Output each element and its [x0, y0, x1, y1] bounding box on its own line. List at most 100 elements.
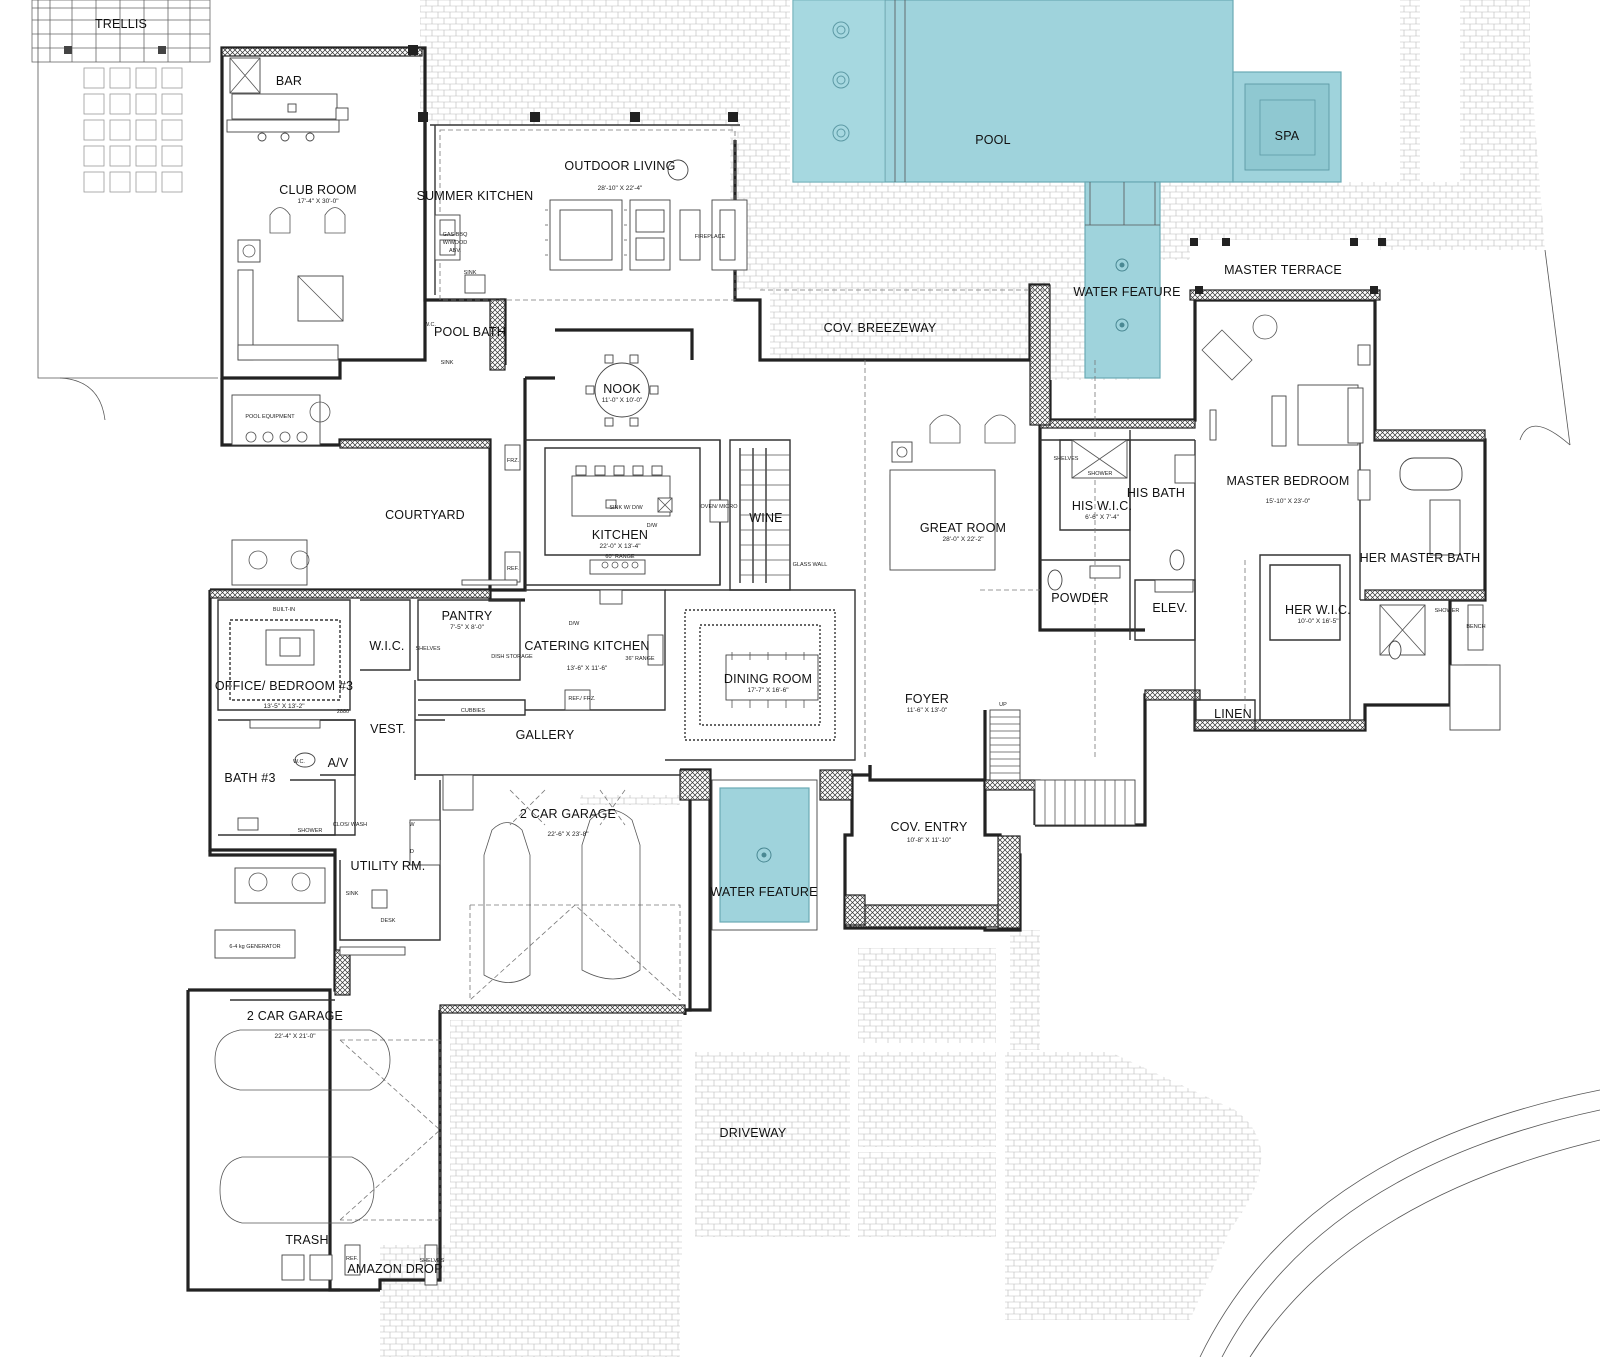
label-master-terrace: MASTER TERRACE	[1224, 263, 1342, 277]
label-his-bath: HIS BATH	[1127, 486, 1185, 500]
note-desk: DESK	[381, 918, 396, 924]
note-bench: BENCH	[1466, 624, 1485, 630]
label-master-bedroom: MASTER BEDROOM	[1227, 474, 1350, 488]
note-up: UP	[999, 702, 1007, 708]
label-great-room: GREAT ROOM	[920, 521, 1006, 535]
label-amazon-drop: AMAZON DROP	[347, 1262, 442, 1276]
label-cov-breezeway: COV. BREEZEWAY	[824, 321, 937, 335]
label-bar: BAR	[276, 74, 302, 88]
dims-club-room: 17'-4" X 30'-0"	[297, 198, 339, 205]
label-water-feature-rear: WATER FEATURE	[1073, 285, 1180, 299]
note-sink-summer: SINK	[464, 270, 477, 276]
dining-table	[725, 652, 819, 708]
label-trellis: TRELLIS	[95, 17, 147, 31]
great-room-furniture	[889, 414, 1016, 571]
note-range-36: 36" RANGE	[625, 656, 654, 662]
label-his-wic: HIS W.I.C.	[1072, 499, 1132, 513]
label-her-master-bath: HER MASTER BATH	[1360, 551, 1481, 565]
note-ref-frz: REF./ FRZ.	[568, 696, 596, 702]
dims-her-wic: 10'-0" X 16'-5"	[1297, 618, 1339, 625]
label-bath-3: BATH #3	[224, 771, 275, 785]
note-wood: W/WOOD	[443, 240, 467, 246]
note-ref-amazon: REF.	[346, 1256, 358, 1262]
note-dw: D/W	[647, 523, 659, 529]
dims-garage-side: 22'-4" X 21'-0"	[274, 1033, 316, 1040]
dims-catering-kitchen: 13'-6" X 11'-6"	[567, 665, 608, 672]
wine-storage	[739, 448, 790, 583]
stairs	[442, 709, 1136, 826]
note-oven-micro: OVEN/ MICRO	[701, 504, 739, 510]
note-sink-pool: SINK	[441, 360, 454, 366]
note-shower-bath3: SHOWER	[298, 828, 323, 834]
note-2880: 2880	[337, 709, 349, 715]
label-powder: POWDER	[1051, 591, 1108, 605]
label-catering-kitchen: CATERING KITCHEN	[524, 639, 649, 653]
dims-garage-front: 22'-6" X 23'-8"	[547, 831, 589, 838]
kitchen-fixtures	[461, 354, 729, 711]
club-room-furniture	[226, 57, 349, 446]
label-foyer: FOYER	[905, 692, 949, 706]
label-vest: VEST.	[370, 722, 406, 736]
label-office: OFFICE/ BEDROOM #3	[215, 679, 353, 693]
note-gas-bbq: GAS BBQ	[443, 232, 468, 238]
label-elev: ELEV.	[1152, 601, 1187, 615]
front-paver-areas	[380, 795, 1262, 1357]
room-labels: TRELLIS BAR CLUB ROOM 17'-4" X 30'-0" SU…	[95, 17, 1480, 1276]
note-shelves-pantry: SHELVES	[416, 646, 441, 652]
label-club-room: CLUB ROOM	[279, 183, 357, 197]
label-driveway: DRIVEWAY	[720, 1126, 787, 1140]
dims-cov-entry: 10'-8" X 11'-10"	[907, 837, 952, 844]
note-shelves-amazon: SHELVES	[420, 1258, 445, 1264]
note-clos-wash: CLOS/ WASH	[333, 822, 367, 828]
dims-his-wic: 6'-6" X 7'-4"	[1085, 514, 1120, 521]
label-gallery: GALLERY	[516, 728, 575, 742]
note-sink-dw: SINK W/ D/W	[609, 505, 643, 511]
label-summer-kitchen: SUMMER KITCHEN	[417, 189, 534, 203]
label-spa: SPA	[1275, 129, 1300, 143]
note-glass-wall: GLASS WALL	[793, 562, 828, 568]
note-wc-pool: W.C.	[424, 322, 436, 328]
label-courtyard: COURTYARD	[385, 508, 465, 522]
label-pantry: PANTRY	[442, 609, 493, 623]
dashed-references	[339, 129, 1246, 1221]
note-pool-equipment: POOL EQUIPMENT	[245, 414, 295, 420]
label-pool: POOL	[975, 133, 1011, 147]
note-abv: ABV.	[449, 248, 462, 254]
rear-paver-patio	[420, 0, 1545, 380]
label-dining-room: DINING ROOM	[724, 672, 812, 686]
site-boundary	[1199, 249, 1600, 1357]
note-wc-bath3: W.C.	[293, 759, 305, 765]
dims-nook: 11'-0" X 10'-0"	[602, 397, 643, 404]
label-wic: W.I.C.	[369, 639, 404, 653]
label-pool-bath: POOL BATH	[434, 325, 506, 339]
rear-water-feature	[1084, 181, 1161, 379]
label-nook: NOOK	[603, 382, 641, 396]
note-shower-her: SHOWER	[1435, 608, 1460, 614]
note-built-in: BUILT-IN	[273, 607, 295, 613]
label-garage-side: 2 CAR GARAGE	[247, 1009, 343, 1023]
hatched-walls	[209, 47, 1486, 1014]
trash-amazon	[281, 1244, 438, 1286]
dims-pantry: 7'-5" X 8'-0"	[450, 624, 485, 631]
note-sink-utility: SINK	[346, 891, 359, 897]
pool	[792, 0, 1234, 183]
trellis-pergola	[31, 0, 218, 421]
label-kitchen: KITCHEN	[592, 528, 648, 542]
note-ref: REF.	[507, 566, 519, 572]
dims-foyer: 11'-6" X 13'-0"	[907, 707, 948, 714]
note-shower-his: SHOWER	[1088, 471, 1113, 477]
label-linen: LINEN	[1214, 707, 1252, 721]
label-outdoor-living: OUTDOOR LIVING	[564, 159, 675, 173]
note-generator: 6-4 kg GENERATOR	[229, 944, 280, 950]
label-cov-entry: COV. ENTRY	[890, 820, 967, 834]
dims-office: 13'-5" X 13'-2"	[263, 703, 305, 710]
note-frz: FRZ.	[507, 458, 520, 464]
master-suite-fixtures	[1047, 314, 1501, 731]
garage-cars	[214, 809, 641, 1224]
fixture-notes: POOL EQUIPMENT GAS BBQ W/WOOD ABV. SINK …	[229, 232, 1485, 1264]
dims-outdoor-living: 28'-10" X 22'-4"	[598, 185, 643, 192]
spa	[1232, 71, 1342, 183]
note-range-60: 60" RANGE	[605, 554, 634, 560]
dims-kitchen: 22'-0" X 13'-4"	[599, 543, 641, 550]
front-water-feature	[711, 779, 818, 931]
